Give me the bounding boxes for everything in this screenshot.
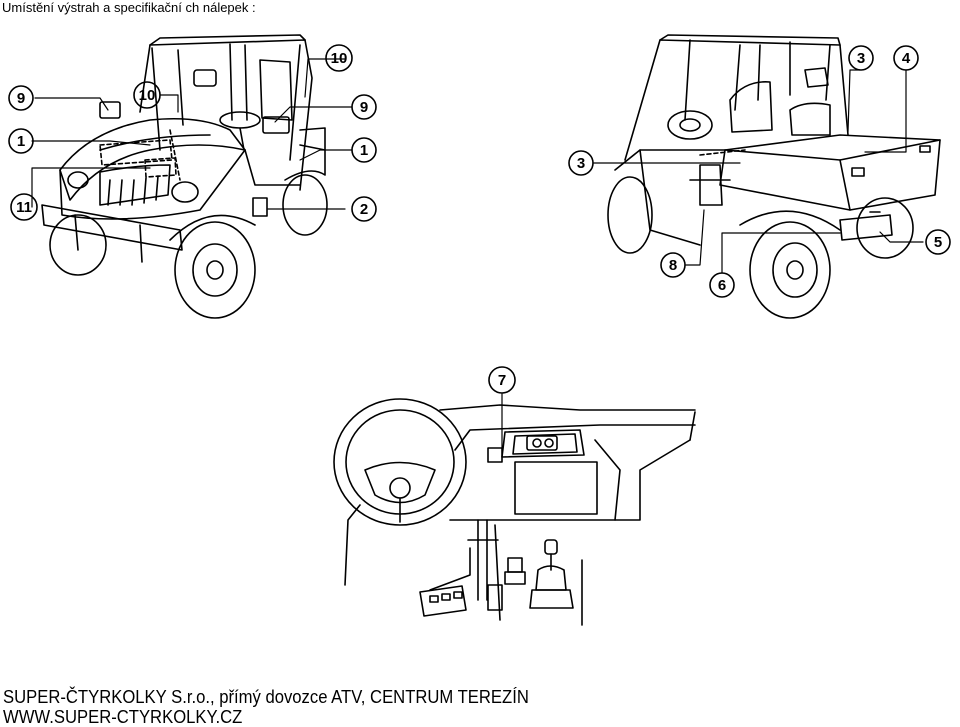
callout-2: 2: [360, 201, 368, 218]
callout-4: 4: [902, 50, 911, 67]
callout-6: 6: [718, 277, 726, 294]
callouts-left: 9 10 10 9 1 1 11 2: [8, 44, 377, 222]
dashboard-view: [333, 398, 696, 626]
callout-10: 10: [139, 87, 156, 104]
page-title: Umístění výstrah a specifikační ch nálep…: [2, 0, 256, 15]
callout-5: 5: [934, 234, 942, 251]
leader-lines-right: [501, 69, 924, 449]
callout-8: 8: [669, 257, 677, 274]
callout-11: 11: [16, 199, 32, 216]
callout-3: 3: [857, 50, 865, 67]
callouts-right: 3 4 3 5 8 6 7: [488, 45, 951, 394]
callout-9: 9: [17, 90, 25, 107]
vehicle-front-view: [41, 34, 328, 319]
leader-lines-left: [31, 58, 353, 210]
callout-7: 7: [498, 372, 506, 389]
callout-1: 1: [17, 133, 25, 150]
footer-company-line: SUPER-ČTYRKOLKY S.r.o., přímý dovozce AT…: [3, 686, 529, 707]
footer-website-line: WWW.SUPER-CTYRKOLKY.CZ: [3, 706, 243, 727]
callout-1: 1: [360, 142, 368, 159]
callout-10: 10: [331, 50, 348, 67]
callout-9: 9: [360, 99, 368, 116]
vehicle-rear-view: [607, 34, 941, 319]
callout-3: 3: [577, 155, 585, 172]
